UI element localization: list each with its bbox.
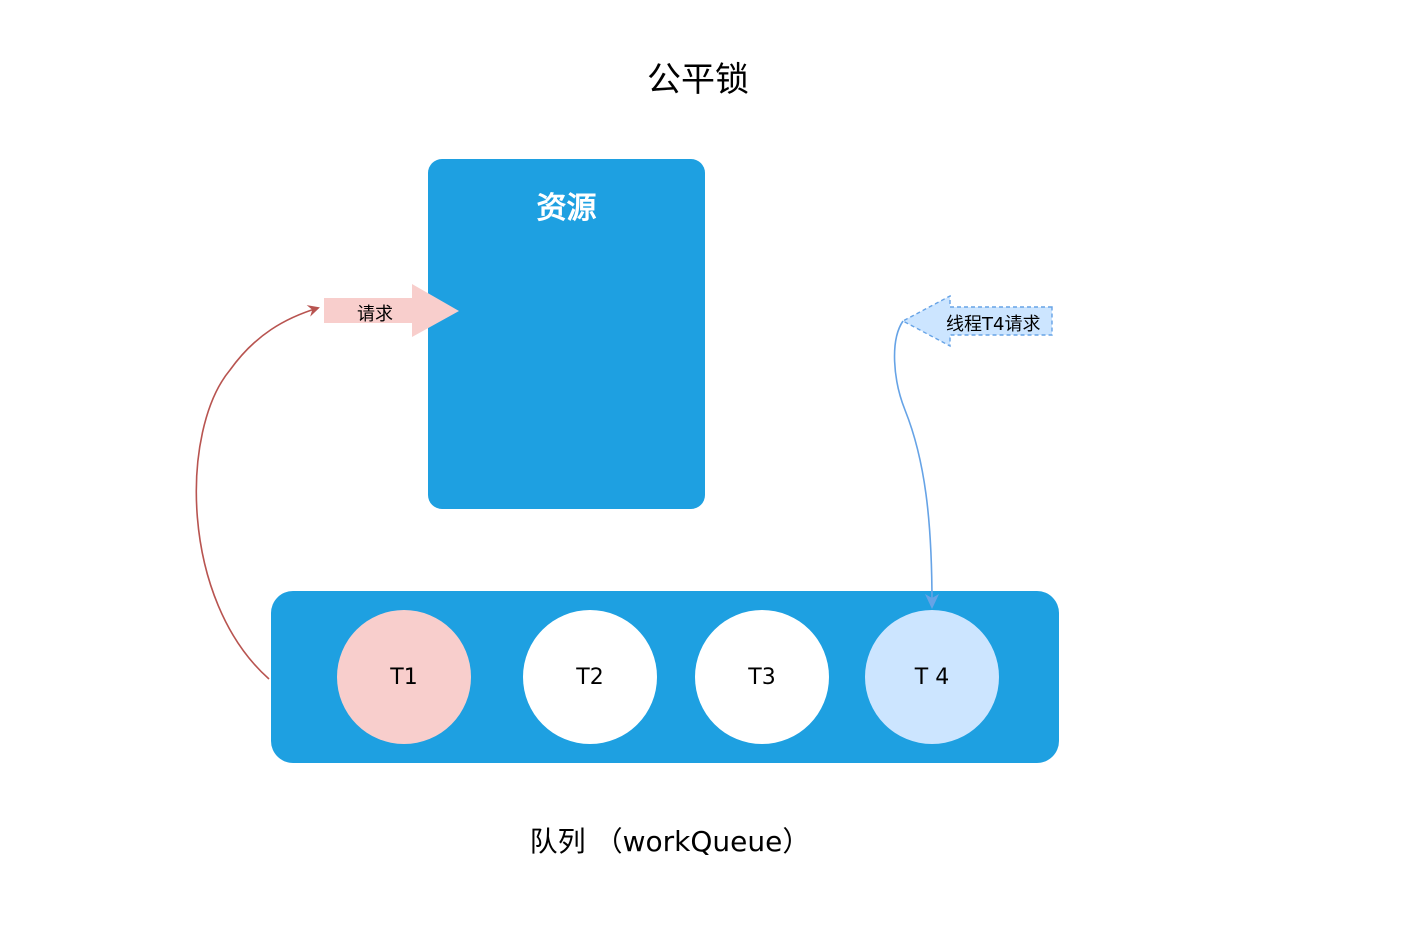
queue-label: 队列 （workQueue）	[529, 825, 811, 858]
thread-t2-label: T2	[576, 664, 604, 690]
thread-t3: T3	[695, 610, 829, 744]
thread-t1: T1	[337, 610, 471, 744]
diagram-title: 公平锁	[647, 60, 749, 100]
thread-t2: T2	[523, 610, 657, 744]
t4-connector-arrowhead	[925, 594, 939, 609]
t4-request-connector	[893, 320, 933, 605]
request-connector	[195, 305, 320, 680]
thread-t4-label: T 4	[914, 664, 950, 690]
thread-t4: T 4	[865, 610, 999, 744]
t4-request-block-arrow	[901, 294, 1053, 348]
thread-t3-label: T3	[748, 664, 776, 690]
thread-t1-label: T1	[390, 664, 418, 690]
t4-request-arrow-label: 线程T4请求	[946, 314, 1041, 335]
request-arrow-label: 请求	[357, 304, 393, 325]
request-block-arrow	[324, 284, 459, 337]
resource-label: 资源	[536, 191, 597, 226]
resource-box: 资源	[428, 159, 705, 509]
